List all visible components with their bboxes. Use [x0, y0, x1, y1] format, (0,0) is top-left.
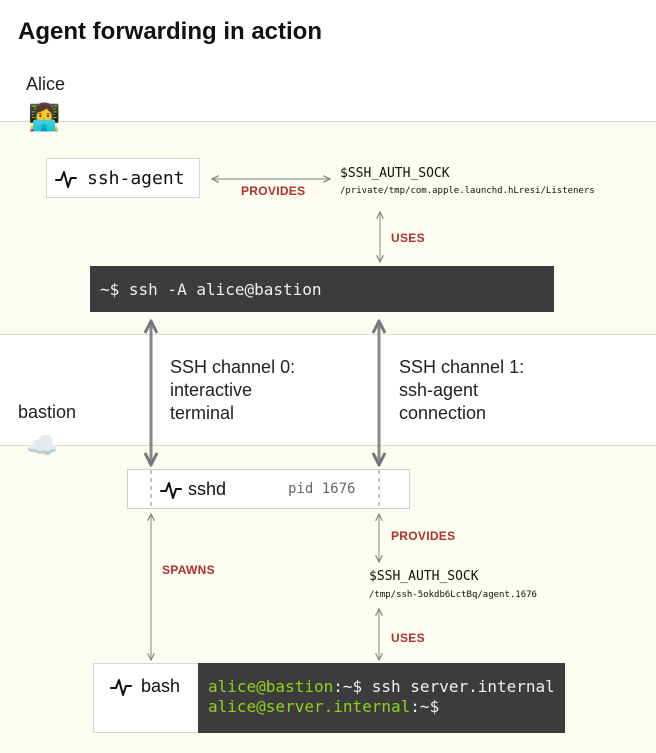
activity-pulse-icon: [110, 679, 132, 696]
sshd-pid: pid 1676: [288, 481, 356, 497]
bash-terminal: alice@bastion:~$ ssh server.internal ali…: [198, 663, 565, 733]
alice-label: Alice: [26, 74, 66, 94]
terminal-line-1: alice@bastion:~$ ssh server.internal: [208, 677, 565, 697]
ssh-command-terminal: ~$ ssh -A alice@bastion: [90, 266, 554, 312]
spawns-label: SPAWNS: [162, 563, 215, 577]
bash-box: bash: [93, 663, 199, 733]
channel-0-label: SSH channel 0: interactive terminal: [170, 356, 295, 425]
terminal-line-2-rest: :~$: [410, 697, 440, 716]
channel-1-label: SSH channel 1: ssh-agent connection: [399, 356, 524, 425]
provides-label-alice: PROVIDES: [241, 184, 306, 198]
diagram-title: Agent forwarding in action: [18, 18, 322, 45]
channel-1-line-2: ssh-agent: [399, 380, 479, 400]
auth-sock-var-alice: $SSH_AUTH_SOCK: [340, 166, 450, 181]
provides-label-bastion: PROVIDES: [391, 529, 456, 543]
sshd-label: sshd: [188, 479, 227, 499]
ssh-agent-label: ssh-agent: [87, 168, 185, 189]
channel-0-line-3: terminal: [170, 403, 235, 423]
activity-pulse-icon: [160, 482, 182, 499]
ssh-agent-box: ssh-agent: [46, 158, 200, 198]
channel-0-line-2: interactive: [170, 380, 253, 400]
bastion-label: bastion: [18, 402, 77, 422]
uses-label-alice: USES: [391, 231, 425, 245]
prompt-user-server: alice@server.internal: [208, 697, 411, 716]
channel-1-line-1: SSH channel 1:: [399, 357, 525, 377]
alice-icon: 👩‍💻: [28, 102, 61, 132]
auth-sock-var-bastion: $SSH_AUTH_SOCK: [369, 569, 479, 584]
terminal-line-2: alice@server.internal:~$: [208, 697, 565, 717]
channel-1-line-3: connection: [399, 403, 487, 423]
auth-sock-path-bastion: /tmp/ssh-5okdb6LctBq/agent.1676: [369, 590, 537, 600]
activity-pulse-icon: [55, 171, 77, 188]
prompt-user-bastion: alice@bastion: [208, 677, 334, 696]
terminal-line-1-rest: :~$ ssh server.internal: [333, 677, 555, 696]
cloud-icon: ☁️: [26, 430, 59, 460]
sshd-box: sshd pid 1676: [127, 469, 410, 509]
auth-sock-path-alice: /private/tmp/com.apple.launchd.hLresi/Li…: [340, 186, 595, 196]
channel-0-line-1: SSH channel 0:: [170, 357, 296, 377]
bash-label: bash: [141, 676, 181, 696]
ssh-command-text: ~$ ssh -A alice@bastion: [100, 280, 322, 299]
uses-label-bastion: USES: [391, 631, 425, 645]
